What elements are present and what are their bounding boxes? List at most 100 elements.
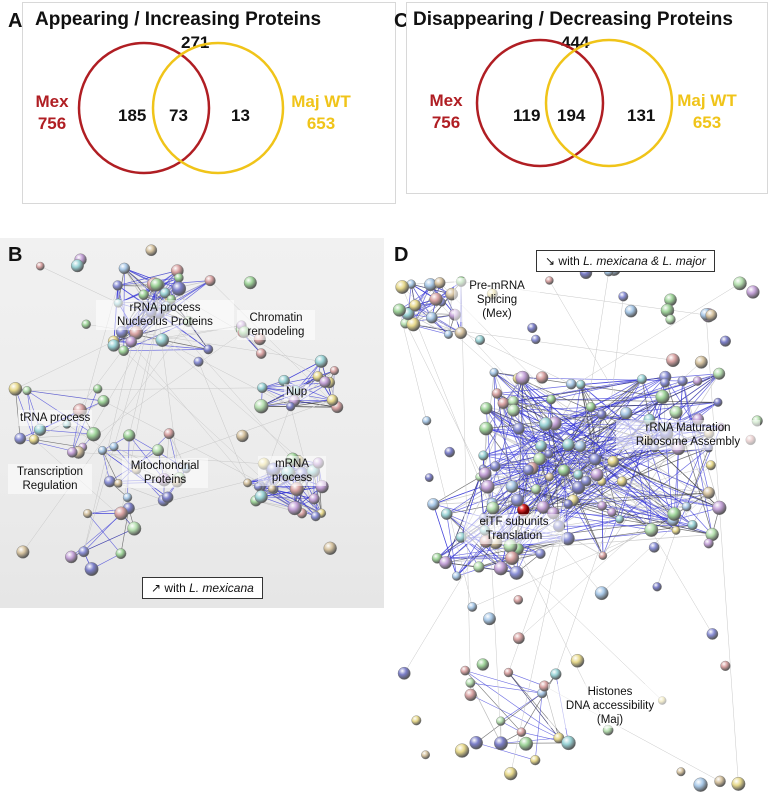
protein-node: [422, 416, 432, 426]
interaction-edge: [476, 692, 543, 743]
interaction-edge: [580, 373, 720, 385]
protein-node: [493, 561, 508, 576]
protein-node: [531, 334, 541, 345]
interaction-edge: [601, 296, 624, 482]
protein-node: [496, 716, 506, 726]
venn-circles: [77, 41, 285, 175]
protein-node: [138, 289, 149, 301]
interaction-edge: [162, 339, 291, 407]
interaction-edge: [15, 388, 21, 439]
interaction-edge: [439, 282, 674, 521]
interaction-edge: [539, 458, 574, 501]
interaction-edge: [522, 377, 524, 510]
protein-node: [109, 442, 119, 452]
protein-node: [671, 526, 681, 535]
protein-node: [693, 777, 708, 792]
interaction-edge: [465, 670, 569, 744]
protein-node: [681, 501, 692, 512]
maj-set-label: Maj WT 653: [285, 91, 357, 135]
protein-node: [573, 469, 584, 480]
protein-node: [78, 546, 90, 558]
protein-node: [257, 382, 268, 394]
protein-node: [557, 464, 571, 477]
interaction-edge: [513, 378, 643, 402]
mex-set-label: Mex 756: [421, 90, 471, 134]
protein-node: [440, 508, 453, 520]
protein-node: [86, 427, 101, 442]
protein-node: [505, 480, 519, 493]
protein-node: [476, 658, 490, 671]
interaction-edge: [554, 380, 683, 424]
protein-node: [127, 521, 142, 536]
set-total: 653: [306, 114, 336, 133]
protein-node: [155, 333, 170, 347]
protein-node: [702, 486, 715, 499]
interaction-edge: [476, 742, 536, 761]
protein-node: [203, 344, 214, 355]
interaction-edge: [493, 372, 496, 467]
protein-node: [607, 455, 620, 468]
venn-diagram-a: Appearing / Increasing Proteins 271 Mex …: [22, 2, 396, 204]
set-total: 756: [37, 114, 67, 133]
cluster-label-eitf: eiTF subunits Translation: [464, 514, 564, 544]
protein-node: [616, 476, 628, 487]
protein-node: [535, 371, 549, 384]
protein-node: [308, 493, 320, 505]
interaction-edge: [518, 465, 712, 639]
protein-node: [483, 612, 496, 626]
interaction-edge: [102, 450, 119, 484]
legend-b: ↗ with L. mexicana: [142, 577, 263, 599]
protein-node: [576, 379, 586, 390]
protein-node: [310, 511, 321, 522]
protein-node: [444, 446, 455, 458]
protein-node: [411, 715, 422, 726]
protein-node: [515, 370, 530, 386]
interaction-edge: [508, 672, 545, 687]
protein-node: [65, 550, 78, 564]
interaction-edge: [493, 372, 569, 446]
protein-node: [512, 422, 525, 435]
protein-node: [714, 775, 726, 788]
interaction-edge: [118, 277, 180, 304]
protein-node: [486, 501, 500, 515]
protein-node: [427, 498, 440, 511]
protein-node: [395, 280, 410, 294]
protein-node: [589, 453, 602, 466]
interaction-edge: [491, 423, 547, 504]
protein-node: [510, 493, 524, 507]
protein-node: [469, 736, 483, 750]
overlap-count: 194: [557, 106, 586, 125]
protein-node: [255, 348, 267, 359]
maj-exclusive-count: 13: [231, 106, 250, 125]
panel-letter-d: D: [394, 244, 409, 266]
protein-node: [706, 628, 719, 640]
protein-node: [615, 514, 625, 524]
protein-node: [473, 561, 485, 573]
network-panel-b: rRNA process Nucleolus Proteins Chromati…: [0, 238, 384, 608]
mex-exclusive-count: 119: [513, 106, 541, 125]
interaction-edge: [407, 313, 449, 335]
interaction-edge: [433, 476, 481, 505]
interaction-edge: [470, 694, 569, 744]
protein-node: [70, 259, 84, 273]
protein-node: [452, 571, 462, 581]
protein-node: [145, 244, 158, 257]
protein-node: [118, 345, 130, 357]
overlap-count: 73: [169, 106, 188, 125]
protein-node: [409, 299, 422, 312]
protein-node: [103, 475, 116, 488]
interaction-edge: [103, 400, 273, 490]
interaction-edge: [513, 410, 579, 476]
protein-node: [480, 479, 495, 494]
interaction-edge: [572, 447, 655, 501]
protein-node: [161, 491, 174, 504]
interaction-edge: [87, 513, 122, 554]
mex-circle: [77, 41, 211, 175]
protein-node: [652, 582, 662, 592]
protein-node: [655, 389, 670, 404]
protein-node: [83, 509, 93, 519]
protein-node: [644, 523, 659, 537]
protein-node: [28, 434, 40, 445]
protein-node: [533, 452, 546, 466]
protein-node: [8, 382, 23, 396]
